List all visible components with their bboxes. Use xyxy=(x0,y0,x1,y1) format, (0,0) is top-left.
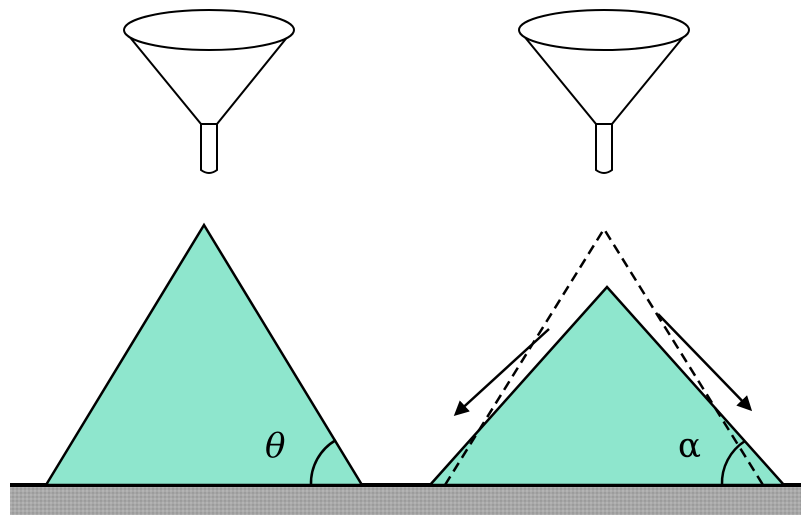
right-slide-arrow xyxy=(657,313,753,412)
ground-hatch xyxy=(10,486,801,515)
right-angle-label: α xyxy=(678,426,701,466)
left-angle-arc xyxy=(309,438,337,486)
right-funnel xyxy=(518,9,690,174)
right-pile-original-outline xyxy=(443,226,765,486)
left-funnel xyxy=(123,9,295,174)
left-pile xyxy=(43,222,365,487)
right-pile xyxy=(427,285,787,487)
left-angle-label: θ xyxy=(265,426,285,466)
right-angle-arc xyxy=(720,439,746,486)
left-slide-arrow xyxy=(453,328,550,417)
